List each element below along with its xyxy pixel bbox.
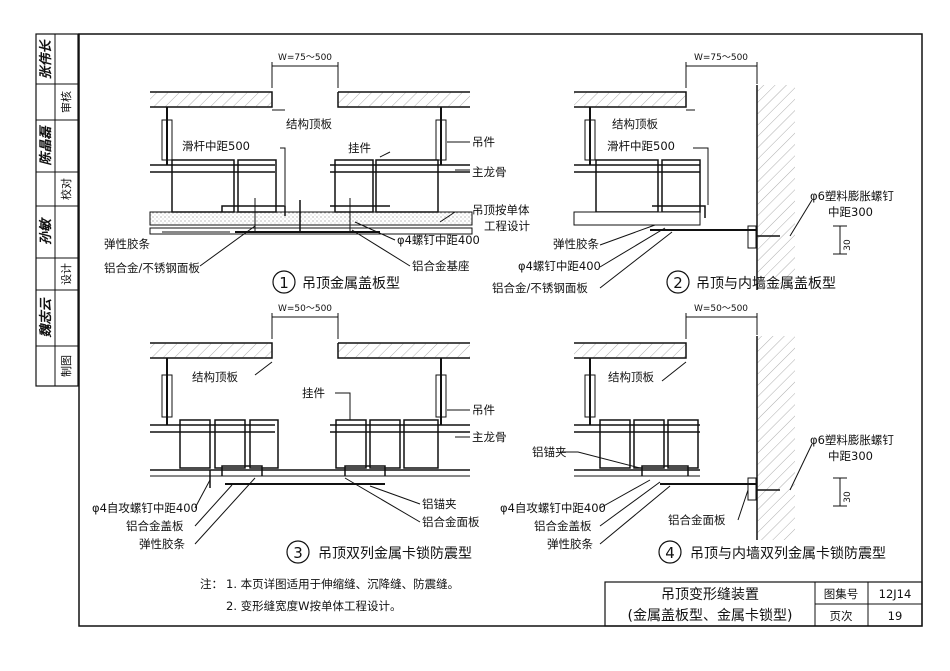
d1-elastic-strip: 弹性胶条 <box>104 237 150 251</box>
page-number: 19 <box>888 609 903 623</box>
d4-plastic-bolt-1: φ6塑料膨胀螺钉 <box>810 433 894 447</box>
d1-slide-rod: 滑杆中距500 <box>182 139 250 153</box>
d1-struct-slab: 结构顶板 <box>286 117 332 131</box>
d4-self-tapping: φ4自攻螺钉中距400 <box>500 501 606 515</box>
d1-caption-circle <box>272 270 296 294</box>
title-block: 吊顶变形缝装置 (金属盖板型、金属卡锁型) 图集号 12J14 页次 19 <box>604 581 923 627</box>
d2-elastic-strip: 弹性胶条 <box>553 237 599 251</box>
d4-dim-30: 30 <box>843 491 853 503</box>
d3-caption: 吊顶双列金属卡锁防震型 <box>318 546 472 562</box>
page-label: 页次 <box>830 609 853 623</box>
d2-caption-number: 2 <box>673 274 683 292</box>
atlas-number: 12J14 <box>879 587 912 601</box>
d1-ceiling-by-project-2: 工程设计 <box>484 219 530 233</box>
d1-hanger: 吊件 <box>472 135 495 149</box>
d3-caption-circle <box>286 540 310 564</box>
d1-caption-number: 1 <box>279 274 289 292</box>
d1-screw-400: φ4螺钉中距400 <box>397 233 480 247</box>
signature-drafting: 魏志云 <box>38 297 54 339</box>
note-2: 2. 变形缝宽度W按单体工程设计。 <box>226 599 402 613</box>
d2-caption-circle <box>666 270 690 294</box>
d3-width-label: W=50～500 <box>278 304 332 314</box>
d4-alu-clip: 铝锚夹 <box>532 445 567 459</box>
d2-slide-rod: 滑杆中距500 <box>607 139 675 153</box>
signature-check: 陈晶磊 <box>38 125 54 166</box>
main-frame <box>78 33 923 627</box>
atlas-label: 图集号 <box>824 587 859 601</box>
d1-alu-base: 铝合金基座 <box>412 259 470 273</box>
diagram-4: W=50～500 30 结构顶板 铝锚夹 φ6塑料膨胀螺钉 中距300 φ4自攻… <box>500 304 894 564</box>
notes: 注： 1. 本页详图适用于伸缩缝、沉降缝、防震缝。 2. 变形缝宽度W按单体工程… <box>200 577 459 613</box>
d2-plastic-bolt-2: 中距300 <box>828 205 873 219</box>
d1-caption: 吊顶金属盖板型 <box>302 276 400 292</box>
d4-struct-slab: 结构顶板 <box>608 370 654 384</box>
d2-struct-slab: 结构顶板 <box>612 117 658 131</box>
d1-main-keel: 主龙骨 <box>472 165 507 179</box>
d3-elastic-strip: 弹性胶条 <box>139 537 185 551</box>
side-signature-block: 审核 校对 设计 制图 张伟长 陈晶磊 孙敏 魏志云 <box>35 33 79 387</box>
diagram-3: W=50～500 结构顶板 挂件 吊件 主龙骨 φ4自攻螺钉中距 <box>92 304 507 564</box>
d3-hanger: 吊件 <box>472 403 495 417</box>
d3-main-keel: 主龙骨 <box>472 430 507 444</box>
d3-struct-slab: 结构顶板 <box>192 370 238 384</box>
notes-prefix: 注： <box>200 577 223 591</box>
d1-hanging-piece: 挂件 <box>348 141 371 155</box>
d4-alu-face: 铝合金面板 <box>668 513 726 527</box>
d3-alu-clip: 铝锚夹 <box>422 497 457 511</box>
d2-width-label: W=75～500 <box>694 53 748 63</box>
d1-ceiling-by-project-1: 吊顶按单体 <box>472 203 530 217</box>
d3-alu-face: 铝合金面板 <box>422 515 480 529</box>
side-label-check: 校对 <box>59 178 73 200</box>
d3-alu-cover: 铝合金盖板 <box>126 519 184 533</box>
signature-design: 孙敏 <box>38 217 54 245</box>
d4-elastic-strip: 弹性胶条 <box>547 537 593 551</box>
d4-caption-number: 4 <box>665 544 675 562</box>
side-label-design: 设计 <box>60 263 73 285</box>
d3-caption-number: 3 <box>293 544 303 562</box>
diagram-2: W=75～500 30 结构顶板 滑杆中距500 φ6塑料膨胀螺钉 中距300 … <box>492 53 894 295</box>
side-label-review: 审核 <box>59 91 73 113</box>
d1-alu-panel: 铝合金/不锈钢面板 <box>104 261 200 275</box>
d1-width-label: W=75～500 <box>278 53 332 63</box>
side-label-drafting: 制图 <box>60 355 73 377</box>
signature-review: 张伟长 <box>38 39 54 80</box>
d3-hanging-piece: 挂件 <box>302 386 325 400</box>
d4-caption: 吊顶与内墙双列金属卡锁防震型 <box>690 546 886 562</box>
title-line-2: (金属盖板型、金属卡锁型) <box>628 608 793 624</box>
d2-caption: 吊顶与内墙金属盖板型 <box>696 276 836 292</box>
d2-dim-30: 30 <box>843 239 853 251</box>
diagram-1: W=75～500 结构顶板 <box>104 53 530 294</box>
note-1: 1. 本页详图适用于伸缩缝、沉降缝、防震缝。 <box>226 577 459 591</box>
d2-screw-400: φ4螺钉中距400 <box>518 259 601 273</box>
d4-caption-circle <box>658 540 682 564</box>
d4-plastic-bolt-2: 中距300 <box>828 449 873 463</box>
d2-plastic-bolt-1: φ6塑料膨胀螺钉 <box>810 189 894 203</box>
d4-alu-cover: 铝合金盖板 <box>534 519 592 533</box>
d3-self-tapping: φ4自攻螺钉中距400 <box>92 501 198 515</box>
d2-alu-panel: 铝合金/不锈钢面板 <box>492 281 588 295</box>
title-line-1: 吊顶变形缝装置 <box>661 587 759 603</box>
d4-width-label: W=50～500 <box>694 304 748 314</box>
